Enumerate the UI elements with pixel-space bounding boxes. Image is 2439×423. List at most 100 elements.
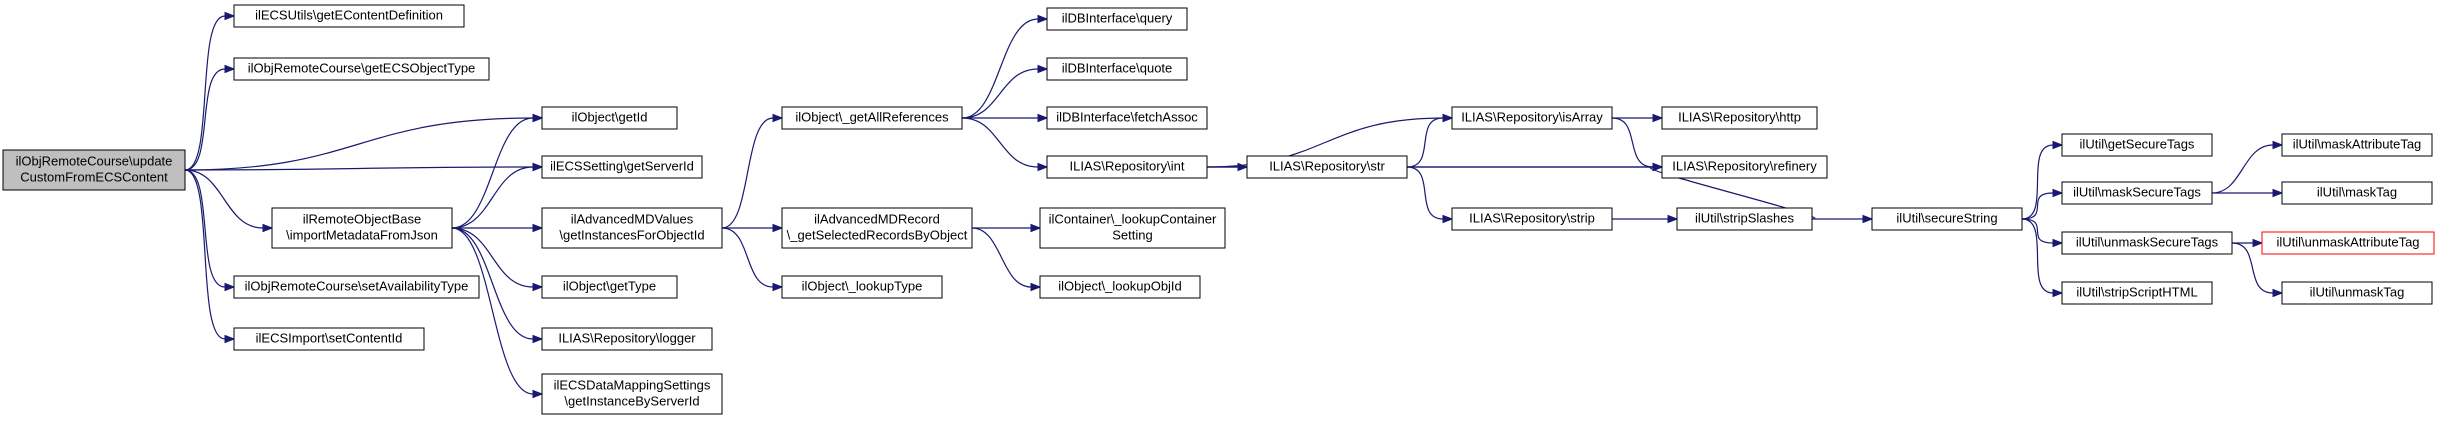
edge-getallrefs-to-repoint xyxy=(961,117,1039,168)
node-dbfetch[interactable]: ilDBInterface\fetchAssoc xyxy=(1046,106,1208,130)
node-box-masktag[interactable] xyxy=(2281,181,2433,205)
node-label-isarray: ILIAS\Repository\isArray xyxy=(1461,109,1603,124)
node-getsecuretags[interactable]: ilUtil\getSecureTags xyxy=(2061,133,2213,157)
node-box-dbfetch[interactable] xyxy=(1046,106,1208,130)
node-ecsutils[interactable]: ilECSUtils\getEContentDefinition xyxy=(233,4,465,28)
node-maskattr[interactable]: ilUtil\maskAttributeTag xyxy=(2281,133,2433,157)
edge-arrowhead xyxy=(2052,238,2064,248)
node-label-ecsutils: ilECSUtils\getEContentDefinition xyxy=(255,7,443,22)
node-gettype[interactable]: ilObject\getType xyxy=(541,275,678,299)
node-repostrip[interactable]: ILIAS\Repository\strip xyxy=(1451,207,1613,231)
edge-arrowhead xyxy=(2052,188,2064,198)
node-box-stripslashes[interactable] xyxy=(1676,207,1813,231)
edge-securestring-to-stripscript xyxy=(2021,218,2054,294)
node-unmasksecuretags[interactable]: ilUtil\unmaskSecureTags xyxy=(2061,231,2233,255)
node-label-refinery: ILIAS\Repository\refinery xyxy=(1672,158,1817,173)
node-repoint[interactable]: ILIAS\Repository\int xyxy=(1046,155,1208,179)
node-unmasktag[interactable]: ilUtil\unmaskTag xyxy=(2281,281,2433,305)
node-box-advmdrecord[interactable] xyxy=(781,207,973,249)
edge-root-to-ecsutils xyxy=(184,15,226,171)
node-stripslashes[interactable]: ilUtil\stripSlashes xyxy=(1676,207,1813,231)
node-box-stripscript[interactable] xyxy=(2061,281,2213,305)
edge-arrowhead xyxy=(224,11,236,21)
node-box-maskattr[interactable] xyxy=(2281,133,2433,157)
node-label-dbquery: ilDBInterface\query xyxy=(1062,10,1173,25)
node-box-ecsutils[interactable] xyxy=(233,4,465,28)
edge-importmeta-to-getserverid xyxy=(451,166,534,229)
node-masktag[interactable]: ilUtil\maskTag xyxy=(2281,181,2433,205)
node-masksecuretags[interactable]: ilUtil\maskSecureTags xyxy=(2061,181,2213,205)
edge-arrowhead xyxy=(532,334,544,344)
node-box-gettype[interactable] xyxy=(541,275,678,299)
node-securestring[interactable]: ilUtil\secureString xyxy=(1871,207,2023,231)
node-box-unmaskattr[interactable] xyxy=(2261,231,2435,255)
edge-importmeta-to-mapping xyxy=(451,227,534,395)
edge-arrowhead xyxy=(2272,140,2284,150)
node-box-dbquery[interactable] xyxy=(1046,7,1188,31)
edge-masksecuretags-to-maskattr xyxy=(2211,144,2274,194)
node-box-dbquote[interactable] xyxy=(1046,57,1188,81)
node-box-isarray[interactable] xyxy=(1451,106,1613,130)
node-lookupobjid[interactable]: ilObject\_lookupObjId xyxy=(1039,275,1201,299)
node-box-unmasksecuretags[interactable] xyxy=(2061,231,2233,255)
node-box-repoint[interactable] xyxy=(1046,155,1208,179)
node-box-importmeta[interactable] xyxy=(271,207,453,249)
node-repostr[interactable]: ILIAS\Repository\str xyxy=(1246,155,1408,179)
node-dbquery[interactable]: ilDBInterface\query xyxy=(1046,7,1188,31)
node-box-getallrefs[interactable] xyxy=(781,106,963,130)
node-importmeta[interactable]: ilRemoteObjectBase\importMetadataFromJso… xyxy=(271,207,453,249)
node-setavail[interactable]: ilObjRemoteCourse\setAvailabilityType xyxy=(233,275,480,299)
node-refinery[interactable]: ILIAS\Repository\refinery xyxy=(1661,155,1828,179)
node-lookuptype[interactable]: ilObject\_lookupType xyxy=(781,275,943,299)
node-box-repostr[interactable] xyxy=(1246,155,1408,179)
node-label-logger: ILIAS\Repository\logger xyxy=(558,330,696,345)
node-advmdrecord[interactable]: ilAdvancedMDRecord\_getSelectedRecordsBy… xyxy=(781,207,973,249)
node-box-setcontentid[interactable] xyxy=(233,327,425,351)
edge-repostr-to-repostrip xyxy=(1406,166,1444,220)
node-root[interactable]: ilObjRemoteCourse\updateCustomFromECSCon… xyxy=(2,149,186,191)
node-mapping[interactable]: ilECSDataMappingSettings\getInstanceBySe… xyxy=(541,373,723,415)
node-getallrefs[interactable]: ilObject\_getAllReferences xyxy=(781,106,963,130)
node-box-http[interactable] xyxy=(1661,106,1818,130)
edge-arrowhead xyxy=(1862,214,1874,224)
edge-arrowhead xyxy=(224,282,236,292)
node-box-unmasktag[interactable] xyxy=(2281,281,2433,305)
node-box-lookupobjid[interactable] xyxy=(1039,275,1201,299)
node-getserverid[interactable]: ilECSSetting\getServerId xyxy=(541,155,703,179)
node-getecsobjtype[interactable]: ilObjRemoteCourse\getECSObjectType xyxy=(233,57,490,81)
edge-securestring-to-masksecuretags xyxy=(2021,192,2054,220)
node-box-root[interactable] xyxy=(2,149,186,191)
node-box-refinery[interactable] xyxy=(1661,155,1828,179)
node-box-getecsobjtype[interactable] xyxy=(233,57,490,81)
node-box-mapping[interactable] xyxy=(541,373,723,415)
node-advmd[interactable]: ilAdvancedMDValues\getInstancesForObject… xyxy=(541,207,723,249)
node-stripscript[interactable]: ilUtil\stripScriptHTML xyxy=(2061,281,2213,305)
node-box-getid[interactable] xyxy=(541,106,678,130)
edge-arrowhead xyxy=(1652,162,1664,172)
node-box-setavail[interactable] xyxy=(233,275,480,299)
edge-importmeta-to-gettype xyxy=(451,227,534,288)
node-box-lookuptype[interactable] xyxy=(781,275,943,299)
node-http[interactable]: ILIAS\Repository\http xyxy=(1661,106,1818,130)
node-box-securestring[interactable] xyxy=(1871,207,2023,231)
node-box-getserverid[interactable] xyxy=(541,155,703,179)
node-label-advmdrecord: \_getSelectedRecordsByObject xyxy=(787,227,968,242)
node-box-advmd[interactable] xyxy=(541,207,723,249)
node-box-repostrip[interactable] xyxy=(1451,207,1613,231)
edge-arrowhead xyxy=(262,223,274,233)
node-label-maskattr: ilUtil\maskAttributeTag xyxy=(2293,136,2422,151)
node-label-mapping: \getInstanceByServerId xyxy=(564,393,699,408)
node-logger[interactable]: ILIAS\Repository\logger xyxy=(541,327,713,351)
node-isarray[interactable]: ILIAS\Repository\isArray xyxy=(1451,106,1613,130)
node-box-logger[interactable] xyxy=(541,327,713,351)
node-dbquote[interactable]: ilDBInterface\quote xyxy=(1046,57,1188,81)
node-getid[interactable]: ilObject\getId xyxy=(541,106,678,130)
node-setcontentid[interactable]: ilECSImport\setContentId xyxy=(233,327,425,351)
node-unmaskattr[interactable]: ilUtil\unmaskAttributeTag xyxy=(2261,231,2435,255)
node-box-container[interactable] xyxy=(1039,207,1226,249)
node-box-masksecuretags[interactable] xyxy=(2061,181,2213,205)
node-label-setcontentid: ilECSImport\setContentId xyxy=(256,330,403,345)
node-label-repostr: ILIAS\Repository\str xyxy=(1269,158,1385,173)
node-box-getsecuretags[interactable] xyxy=(2061,133,2213,157)
